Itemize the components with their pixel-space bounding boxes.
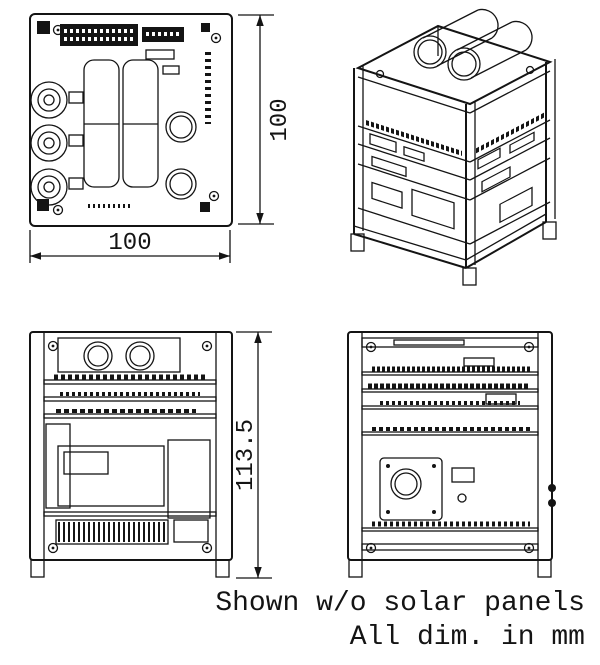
magnetorquer-coils [30, 81, 68, 206]
small-component [457, 493, 467, 503]
small-connector [68, 177, 84, 190]
note-solar-panels: Shown w/o solar panels [215, 588, 585, 619]
small-component [162, 65, 180, 75]
dimension-label-width: 100 [108, 230, 151, 257]
dimension-label-height: 100 [267, 98, 294, 141]
pin-header-connectors [60, 24, 184, 46]
battery-cutout [57, 337, 181, 373]
pcb-stack-edges [357, 119, 551, 245]
corner-pad [200, 202, 210, 212]
note-units: All dim. in mm [350, 622, 585, 653]
small-component [451, 467, 475, 483]
top-view-width-dimension: 100 [29, 230, 231, 263]
screw-holes [52, 24, 222, 216]
dimension-label-side-height: 113.5 [233, 419, 260, 491]
left-face-components [366, 120, 462, 230]
rail-foot [537, 559, 552, 578]
pcb-stack [361, 357, 539, 410]
capacitors [165, 111, 197, 200]
battery-cylinders [413, 8, 533, 81]
side-view-rear-drawing [347, 331, 556, 578]
drawing-notes: Shown w/o solar panels All dim. in mm [215, 588, 585, 653]
corner-pad [201, 23, 210, 32]
screw-holes [47, 340, 213, 554]
sensor-module [379, 457, 443, 521]
isometric-view-drawing [350, 8, 557, 286]
screw-hole [375, 69, 385, 79]
rail-foot [215, 559, 230, 578]
small-connector [68, 91, 84, 104]
pcb-stack [43, 374, 217, 419]
right-face-components [476, 112, 544, 224]
rail-foot [348, 559, 363, 578]
top-view-height-dimension: 100 [238, 14, 294, 225]
bottom-boards [361, 521, 539, 551]
corner-rails [350, 59, 557, 286]
bottom-board-fins [43, 511, 217, 545]
corner-pad [37, 21, 50, 34]
rail-foot [30, 559, 45, 578]
mid-modules [45, 423, 211, 519]
small-component [145, 49, 175, 60]
side-connector [548, 484, 556, 492]
side-view-height-dimension: 113.5 [233, 331, 272, 579]
center-modules [83, 59, 159, 188]
side-view-front-drawing [29, 331, 233, 578]
top-view-drawing [29, 13, 233, 227]
screw-hole [525, 65, 535, 75]
side-connector [548, 499, 556, 507]
screw-holes [365, 341, 535, 554]
small-connector [68, 134, 84, 147]
